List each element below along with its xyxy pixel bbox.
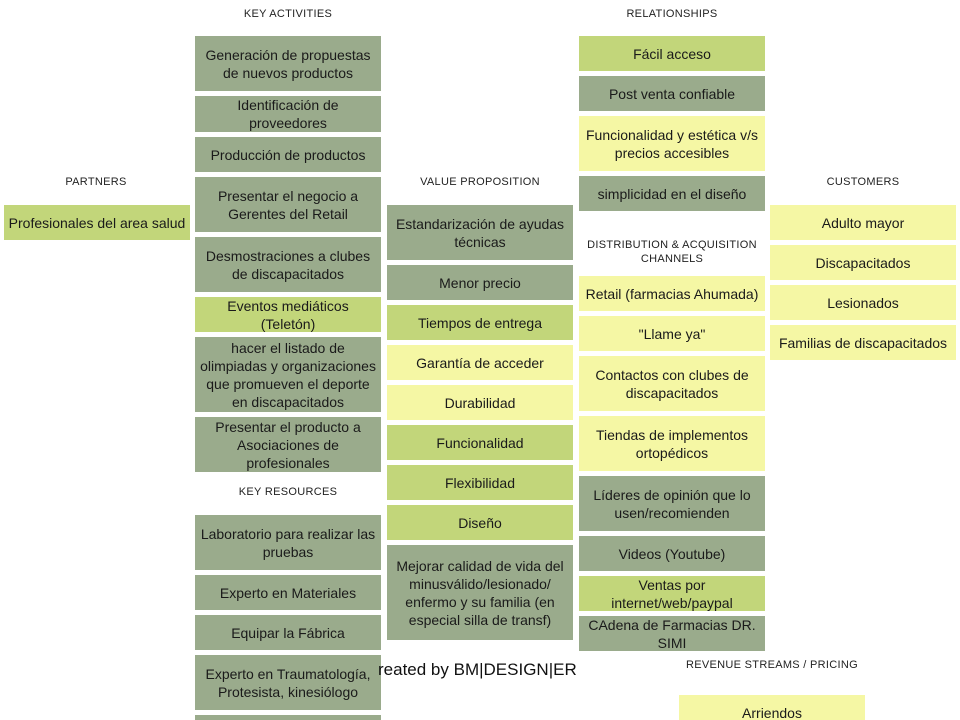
- key-activity-card: Presentar el producto a Asociaciones de …: [195, 417, 381, 472]
- value-prop-card: Tiempos de entrega: [387, 305, 573, 340]
- header-partners: PARTNERS: [65, 176, 127, 188]
- relationship-card: simplicidad en el diseño: [579, 176, 765, 211]
- value-prop-card: Estandarización de ayudas técnicas: [387, 205, 573, 260]
- customer-card: Discapacitados: [770, 245, 956, 280]
- channel-card: Retail (farmacias Ahumada): [579, 276, 765, 311]
- header-revenue: REVENUE STREAMS / PRICING: [686, 659, 858, 671]
- channel-card: Tiendas de implementos ortopédicos: [579, 416, 765, 471]
- customer-card: Familias de discapacitados: [770, 325, 956, 360]
- key-resource-card: Equipar la Fábrica: [195, 615, 381, 650]
- header-value-proposition: VALUE PROPOSITION: [420, 176, 540, 188]
- channel-card: Contactos con clubes de discapacitados: [579, 356, 765, 411]
- header-relationships: RELATIONSHIPS: [626, 8, 718, 20]
- key-activity-card: Producción de productos: [195, 137, 381, 172]
- channel-card: CAdena de Farmacias DR. SIMI: [579, 616, 765, 651]
- value-prop-card: Durabilidad: [387, 385, 573, 420]
- customer-card: Lesionados: [770, 285, 956, 320]
- relationship-card: Funcionalidad y estética v/s precios acc…: [579, 116, 765, 171]
- value-prop-card: Mejorar calidad de vida del minusválido/…: [387, 545, 573, 640]
- value-prop-card: Flexibilidad: [387, 465, 573, 500]
- value-prop-card: Menor precio: [387, 265, 573, 300]
- customer-card: Adulto mayor: [770, 205, 956, 240]
- key-resource-card-cut: [195, 715, 381, 720]
- key-activity-card: hacer el listado de olimpiadas y organiz…: [195, 337, 381, 412]
- header-customers: CUSTOMERS: [826, 176, 900, 188]
- header-distribution: DISTRIBUTION & ACQUISITION CHANNELS: [587, 239, 757, 265]
- value-prop-card: Garantía de acceder: [387, 345, 573, 380]
- key-activity-card: Eventos mediáticos (Teletón): [195, 297, 381, 332]
- key-resource-card: Experto en Materiales: [195, 575, 381, 610]
- key-resource-card: Laboratorio para realizar las pruebas: [195, 515, 381, 570]
- key-activity-card: Generación de propuestas de nuevos produ…: [195, 36, 381, 91]
- credit-text: reated by BM|DESIGN|ER: [378, 660, 577, 679]
- channel-card: Ventas por internet/web/paypal: [579, 576, 765, 611]
- header-key-resources: KEY RESOURCES: [238, 486, 338, 498]
- channel-card: "Llame ya": [579, 316, 765, 351]
- partner-card: Profesionales del area salud: [4, 205, 190, 240]
- key-activity-card: Presentar el negocio a Gerentes del Reta…: [195, 177, 381, 232]
- channel-card: Videos (Youtube): [579, 536, 765, 571]
- key-activity-card: Identificación de proveedores: [195, 96, 381, 132]
- key-activity-card: Desmostraciones a clubes de discapacitad…: [195, 237, 381, 292]
- revenue-card: Arriendos: [679, 695, 865, 720]
- value-prop-card: Diseño: [387, 505, 573, 540]
- key-resource-card: Experto en Traumatología, Protesista, ki…: [195, 655, 381, 710]
- value-prop-card: Funcionalidad: [387, 425, 573, 460]
- relationship-card: Fácil acceso: [579, 36, 765, 71]
- relationship-card: Post venta confiable: [579, 76, 765, 111]
- header-key-activities: KEY ACTIVITIES: [243, 8, 333, 20]
- channel-card: Líderes de opinión que lo usen/recomiend…: [579, 476, 765, 531]
